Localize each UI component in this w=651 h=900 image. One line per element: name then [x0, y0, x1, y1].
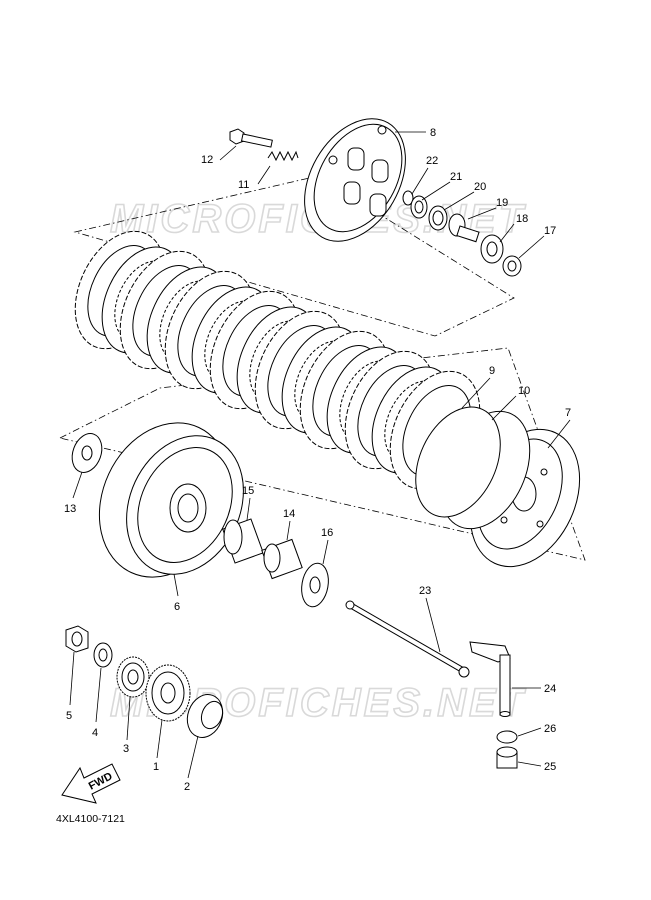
bolt: [229, 128, 273, 148]
label-3: 3: [123, 743, 129, 755]
push-lever-shaft: [469, 641, 511, 717]
diagram-code: 4XL4100-7121: [56, 813, 125, 825]
label-25: 25: [544, 761, 556, 773]
label-15: 15: [242, 485, 254, 497]
label-7: 7: [565, 407, 571, 419]
label-6: 6: [174, 601, 180, 613]
leader-lines: [69, 131, 571, 779]
nut: [65, 625, 89, 653]
label-12: 12: [201, 154, 213, 166]
lock-washer: [502, 255, 522, 277]
push-rod-long: [345, 600, 470, 678]
label-24: 24: [544, 683, 556, 695]
pressure-plate: [304, 118, 406, 242]
part-labels: 12 11 8 22 21 20 19 18 17 9 10 7 13 6 15…: [64, 127, 571, 793]
label-17: 17: [544, 225, 556, 237]
label-8: 8: [430, 127, 436, 139]
plate-stack-boundary: [73, 175, 515, 337]
label-4: 4: [92, 727, 98, 739]
fwd-arrow-icon: FWD: [61, 763, 121, 804]
spacer: [261, 538, 303, 580]
lock-washer-4: [93, 642, 113, 668]
washer-16: [301, 562, 329, 608]
label-18: 18: [516, 213, 528, 225]
washer-small: [402, 190, 414, 206]
label-21: 21: [450, 171, 462, 183]
primary-drive-gear-small: [116, 656, 150, 698]
needle-bearing: [222, 518, 264, 564]
primary-drive-gear: [145, 664, 191, 722]
label-19: 19: [496, 197, 508, 209]
label-16: 16: [321, 527, 333, 539]
label-22: 22: [426, 155, 438, 167]
thrust-washer: [71, 433, 103, 473]
label-1: 1: [153, 761, 159, 773]
seat-plate: [415, 406, 501, 518]
label-10: 10: [518, 385, 530, 397]
label-20: 20: [474, 181, 486, 193]
bush: [496, 746, 518, 769]
label-2: 2: [184, 781, 190, 793]
clutch-spring: [267, 150, 299, 162]
push-rod: [448, 213, 480, 243]
clutch-housing: [98, 422, 244, 578]
label-26: 26: [544, 723, 556, 735]
push-rod-bearing: [480, 234, 504, 264]
label-14: 14: [283, 508, 295, 520]
label-13: 13: [64, 503, 76, 515]
label-5: 5: [66, 710, 72, 722]
label-23: 23: [419, 585, 431, 597]
label-9: 9: [489, 365, 495, 377]
spacer-2: [186, 694, 224, 738]
label-11: 11: [238, 179, 249, 191]
oil-seal: [496, 730, 518, 744]
hub-stack-boundary: [58, 347, 586, 561]
clutch-boss: [469, 428, 581, 568]
